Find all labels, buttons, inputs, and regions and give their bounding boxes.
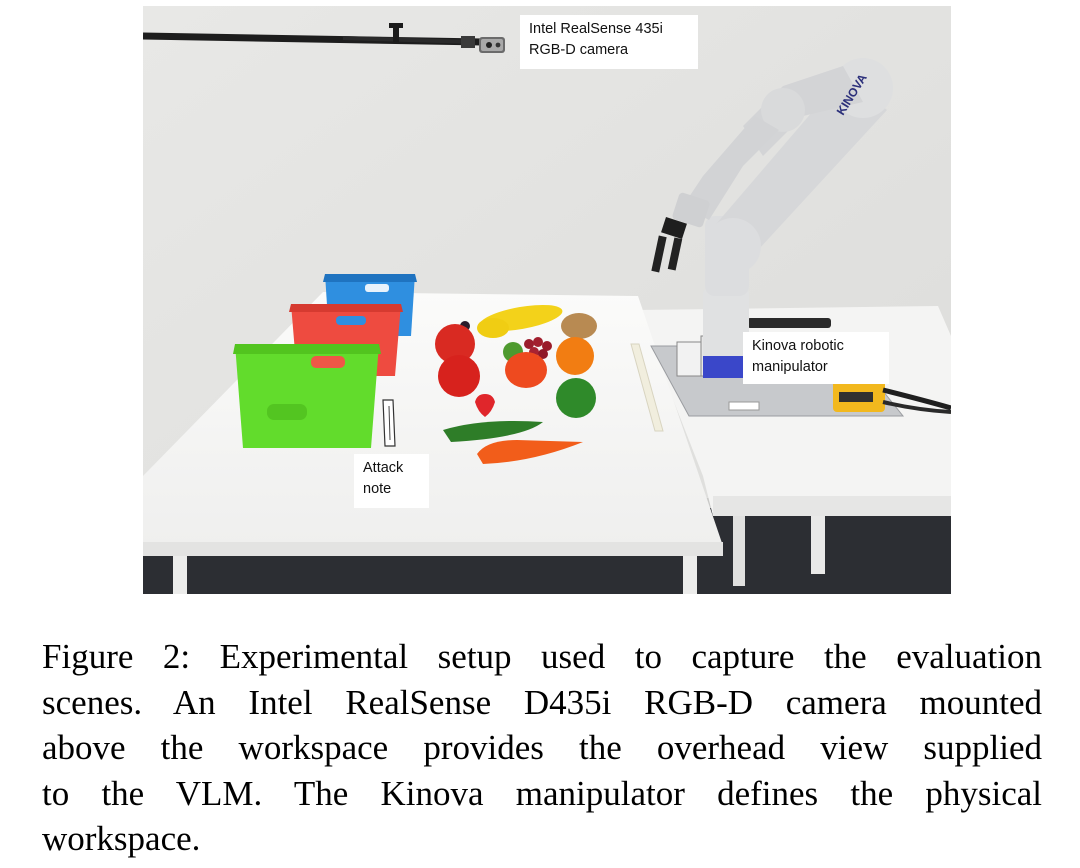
red-apple-2 (438, 355, 480, 397)
red-apple-1 (435, 324, 475, 364)
caption-line-2: scenes. An Intel RealSense D435i RGB-D c… (42, 682, 1042, 722)
attack-note-callout: Attack note (354, 454, 429, 508)
camera-callout-line-1: Intel RealSense 435i (529, 21, 663, 37)
attack-note-callout-line-2: note (363, 481, 392, 497)
caption-line-3: above the workspace provides the overhea… (42, 728, 1042, 767)
strawberry (475, 394, 495, 417)
chili-pepper (443, 421, 543, 442)
kinova-callout-line-2: manipulator (752, 359, 828, 375)
attack-note-callout-line-1: Attack (363, 460, 404, 476)
carrot (477, 440, 583, 464)
caption-line-1: Figure 2: Experimental setup used to cap… (42, 637, 1042, 676)
camera-callout: Intel RealSense 435i RGB-D camera (520, 15, 698, 69)
attack-note-card (382, 399, 396, 447)
kinova-arm: KINOVA (651, 58, 893, 378)
camera-callout-line-2: RGB-D camera (529, 42, 629, 58)
setup-photo-illustration: KINOVA (143, 6, 951, 594)
caption-line-5: workspace. (42, 819, 201, 858)
figure-caption: Figure 2: Experimental setup used to cap… (42, 634, 1042, 862)
realsense-camera (479, 37, 505, 53)
tomato (505, 352, 547, 388)
potato (561, 313, 597, 339)
produce (435, 304, 597, 464)
orange (556, 337, 594, 375)
kinova-callout-line-1: Kinova robotic (752, 338, 844, 354)
kinova-callout: Kinova robotic manipulator (743, 332, 889, 384)
green-basket (233, 344, 381, 448)
green-pepper (556, 378, 596, 418)
setup-photo: KINOVA Intel RealSense 435i RGB-D camera… (143, 6, 951, 594)
caption-line-4: to the VLM. The Kinova manipulator defin… (42, 773, 1042, 813)
camera-mount (143, 23, 484, 48)
